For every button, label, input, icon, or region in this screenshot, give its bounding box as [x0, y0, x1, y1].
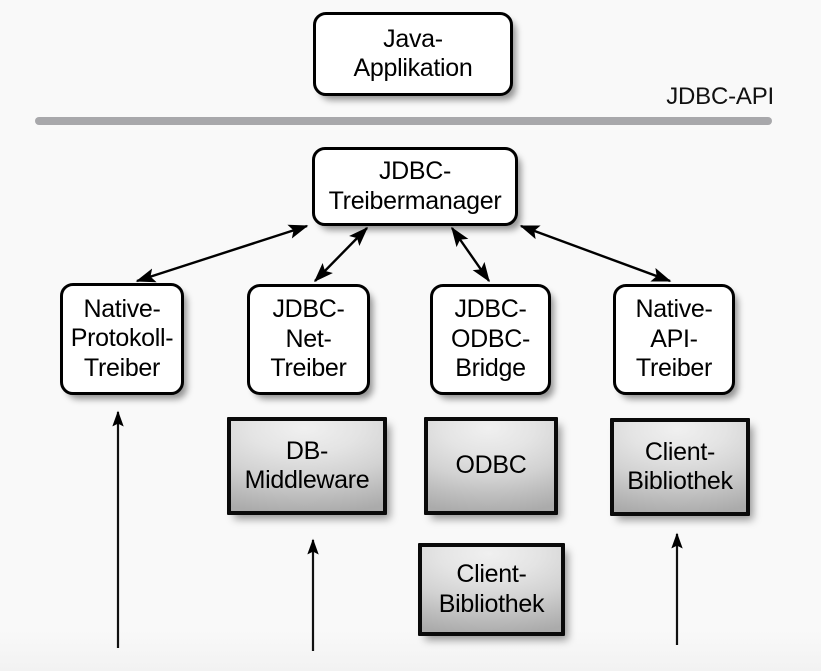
node-native-protokoll-treiber: Native- Protokoll- Treiber [60, 283, 184, 395]
node-jdbc-net-treiber-label: JDBC- Net- Treiber [270, 295, 347, 383]
node-client-bibliothek-right-label: Client- Bibliothek [627, 437, 733, 496]
connector-manager-native-protokoll [135, 224, 309, 283]
node-db-middleware-label: DB- Middleware [244, 436, 370, 495]
node-odbc-label: ODBC [455, 451, 527, 480]
node-odbc: ODBC [424, 417, 558, 515]
node-jdbc-odbc-bridge: JDBC- ODBC- Bridge [430, 284, 551, 395]
node-jdbc-treibermanager: JDBC- Treibermanager [312, 147, 518, 226]
node-native-api-treiber: Native- API- Treiber [613, 284, 735, 395]
jdbc-api-label: JDBC-API [666, 83, 774, 110]
connector-manager-native-api [519, 224, 672, 283]
node-client-bibliothek-right: Client- Bibliothek [610, 418, 750, 516]
jdbc-api-separator-line [35, 117, 772, 125]
node-client-bibliothek-bottom-label: Client- Bibliothek [438, 560, 545, 618]
node-jdbc-odbc-bridge-label: JDBC- ODBC- Bridge [450, 295, 531, 383]
node-native-api-treiber-label: Native- API- Treiber [635, 295, 713, 383]
node-jdbc-net-treiber: JDBC- Net- Treiber [247, 284, 370, 395]
node-jdbc-treibermanager-label: JDBC- Treibermanager [328, 157, 502, 215]
node-client-bibliothek-bottom: Client- Bibliothek [418, 543, 565, 636]
connector-manager-jdbc-net [313, 226, 369, 283]
node-db-middleware: DB- Middleware [227, 417, 387, 515]
node-java-applikation-label: Java- Applikation [353, 24, 473, 83]
node-native-protokoll-treiber-label: Native- Protokoll- Treiber [70, 294, 174, 382]
connector-manager-jdbc-odbc [451, 226, 490, 283]
node-java-applikation: Java- Applikation [313, 12, 513, 96]
